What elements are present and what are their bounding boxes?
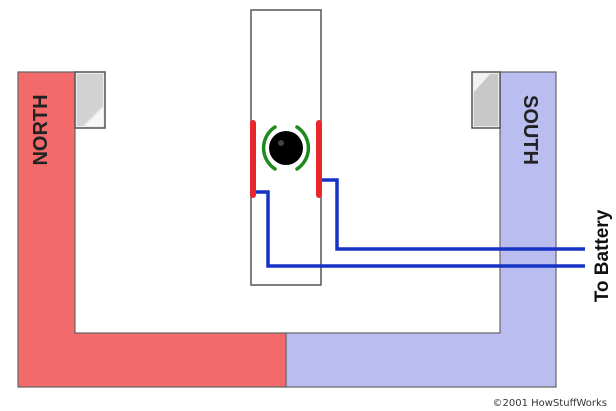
- axle-circle-icon: [269, 131, 303, 165]
- wire-lower: [253, 190, 585, 268]
- north-pole-tip-icon: [74, 71, 106, 129]
- battery-label: To Battery: [592, 209, 613, 302]
- south-magnet: [285, 71, 557, 388]
- field-arc-icon: [261, 125, 311, 171]
- wire-upper: [319, 178, 585, 251]
- south-label: SOUTH: [519, 95, 541, 165]
- north-magnet: [17, 71, 287, 388]
- north-label: NORTH: [30, 94, 52, 165]
- copyright-credit: ©2001 HowStuffWorks: [493, 398, 607, 409]
- south-pole-tip-icon: [471, 71, 501, 129]
